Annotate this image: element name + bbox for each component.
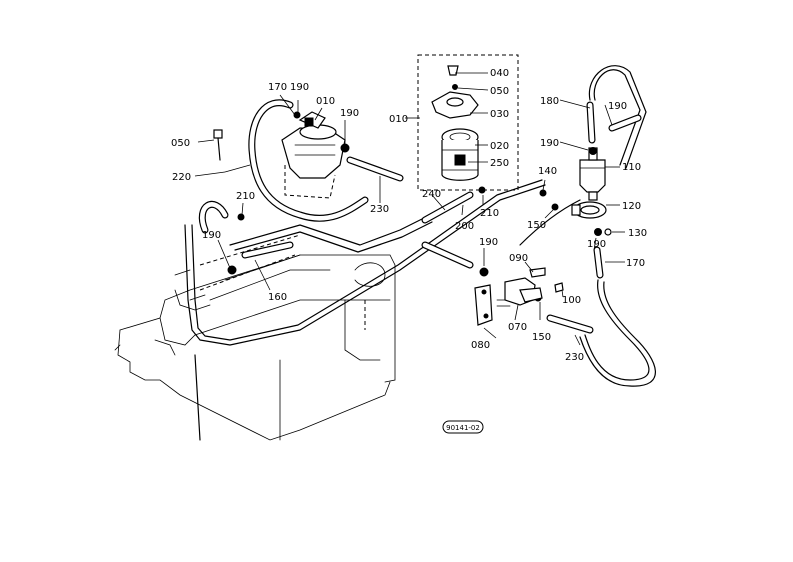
label-190: 190: [340, 108, 359, 119]
label-010-mounted: 010: [316, 96, 335, 107]
filter-kit-parts: [431, 65, 479, 181]
label-160: 160: [268, 292, 287, 303]
label-220: 220: [172, 172, 191, 183]
label-130: 130: [628, 228, 647, 239]
bolt-060: [213, 129, 223, 161]
fuel-lines: [184, 65, 647, 441]
label-110: 110: [622, 162, 641, 173]
label-100: 100: [562, 295, 581, 306]
label-030: 030: [490, 109, 509, 120]
small-fittings: [227, 143, 612, 302]
filter-kit-box: [417, 54, 519, 191]
label-190: 190: [587, 239, 606, 250]
label-010: 010: [389, 114, 408, 125]
label-210: 210: [236, 191, 255, 202]
part-labels: 040 050 010 030 020 250 170 190 010 190 …: [171, 68, 647, 363]
return-line-outer: [579, 281, 656, 387]
diagram-code: 90141-02: [446, 424, 480, 432]
label-190: 190: [608, 101, 627, 112]
label-200: 200: [455, 221, 474, 232]
fuel-filter-assembly-mounted: [281, 111, 346, 199]
label-170: 170: [268, 82, 287, 93]
diagram-code-badge: 90141-02: [442, 420, 484, 434]
label-040: 040: [490, 68, 509, 79]
label-190: 190: [202, 230, 221, 241]
label-120: 120: [622, 201, 641, 212]
label-090: 090: [509, 253, 528, 264]
label-240: 240: [422, 189, 441, 200]
label-230: 230: [370, 204, 389, 215]
label-210: 210: [480, 208, 499, 219]
label-050: 050: [171, 138, 190, 149]
label-190: 190: [479, 237, 498, 248]
fuel-pump-assembly: [474, 267, 564, 326]
inline-fuel-filter: [579, 147, 606, 201]
label-150: 150: [532, 332, 551, 343]
engine-block-outline: [114, 234, 396, 441]
label-050: 050: [490, 86, 509, 97]
label-070: 070: [508, 322, 527, 333]
label-190: 190: [540, 138, 559, 149]
return-line: [584, 279, 650, 381]
filter-clamp: [551, 201, 607, 219]
label-190: 190: [290, 82, 309, 93]
label-080: 080: [471, 340, 490, 351]
label-140: 140: [538, 166, 557, 177]
leader-lines: [194, 72, 625, 346]
label-020: 020: [490, 141, 509, 152]
label-150: 150: [527, 220, 546, 231]
label-170: 170: [626, 258, 645, 269]
label-230: 230: [565, 352, 584, 363]
label-180: 180: [540, 96, 559, 107]
hoses: [198, 99, 642, 334]
label-250: 250: [490, 158, 509, 169]
